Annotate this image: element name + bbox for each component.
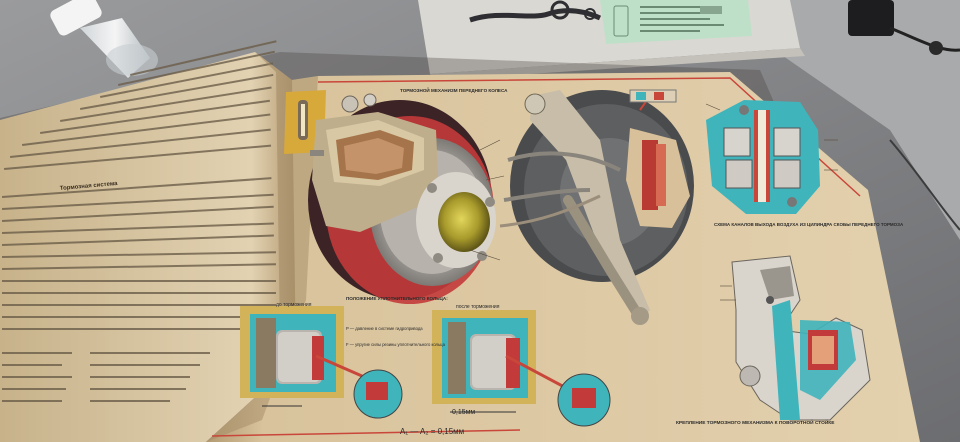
legend-elastic: F — упругие силы резины уплотнительного …	[346, 342, 446, 347]
cable-adapter	[848, 0, 960, 231]
caption-ring-position: ПОЛОЖЕНИЕ УПЛОТНИТЕЛЬНОГО КОЛЬЦА:	[346, 296, 448, 301]
bleed-channel-diagram	[706, 100, 820, 214]
piston-diagram-before	[240, 306, 403, 419]
caption-before-braking: до торможения	[276, 302, 312, 308]
front-brake-assembly	[308, 93, 496, 304]
gap-formula: A₁ — A₂ = 0,15мм	[400, 427, 464, 436]
knuckle-assembly	[499, 89, 694, 325]
mount-diagram	[731, 255, 871, 421]
left-page-heading: Тормозная система	[60, 181, 119, 192]
gap-label: 0,15мм	[452, 409, 475, 416]
left-page: Тормозная система	[0, 40, 296, 442]
caption-after-braking: после торможения	[456, 304, 500, 310]
bottle	[50, 0, 158, 78]
right-page: СХЕМА КАНАЛОВ ВЫХОДА ВОЗДУХА ИЗ ЦИЛИНДРА…	[206, 72, 920, 442]
callout-lines	[469, 103, 838, 301]
legend-pressure: P — давление в системе гидропривода	[346, 326, 423, 331]
mount-caption-title: КРЕПЛЕНИЕ ТОРМОЗНОГО МЕХАНИЗМА К ПОВОРОТ…	[676, 418, 835, 426]
desk-light-strip	[520, 0, 960, 240]
left-page-text	[2, 40, 277, 402]
caliper-title: ТОРМОЗНОЙ МЕХАНИЗМ ПЕРЕДНЕГО КОЛЕСА	[400, 86, 508, 93]
paper-stack	[418, 0, 805, 80]
bleed-caption: СХЕМА КАНАЛОВ ВЫХОДА ВОЗДУХА ИЗ ЦИЛИНДРА…	[714, 222, 904, 227]
piston-diagram-after	[432, 310, 611, 427]
